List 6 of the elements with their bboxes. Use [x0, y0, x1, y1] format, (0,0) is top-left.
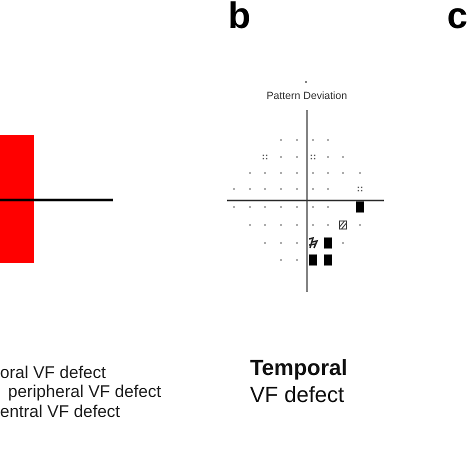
panel-letter: c [447, 0, 468, 34]
panel-letter: b [228, 0, 251, 34]
legend-text: oral VF defect [0, 363, 106, 383]
legend-text: entral VF defect [0, 402, 120, 422]
defect-type-label: Temporal VF defect [250, 354, 348, 408]
legend-text: peripheral VF defect [8, 382, 162, 402]
